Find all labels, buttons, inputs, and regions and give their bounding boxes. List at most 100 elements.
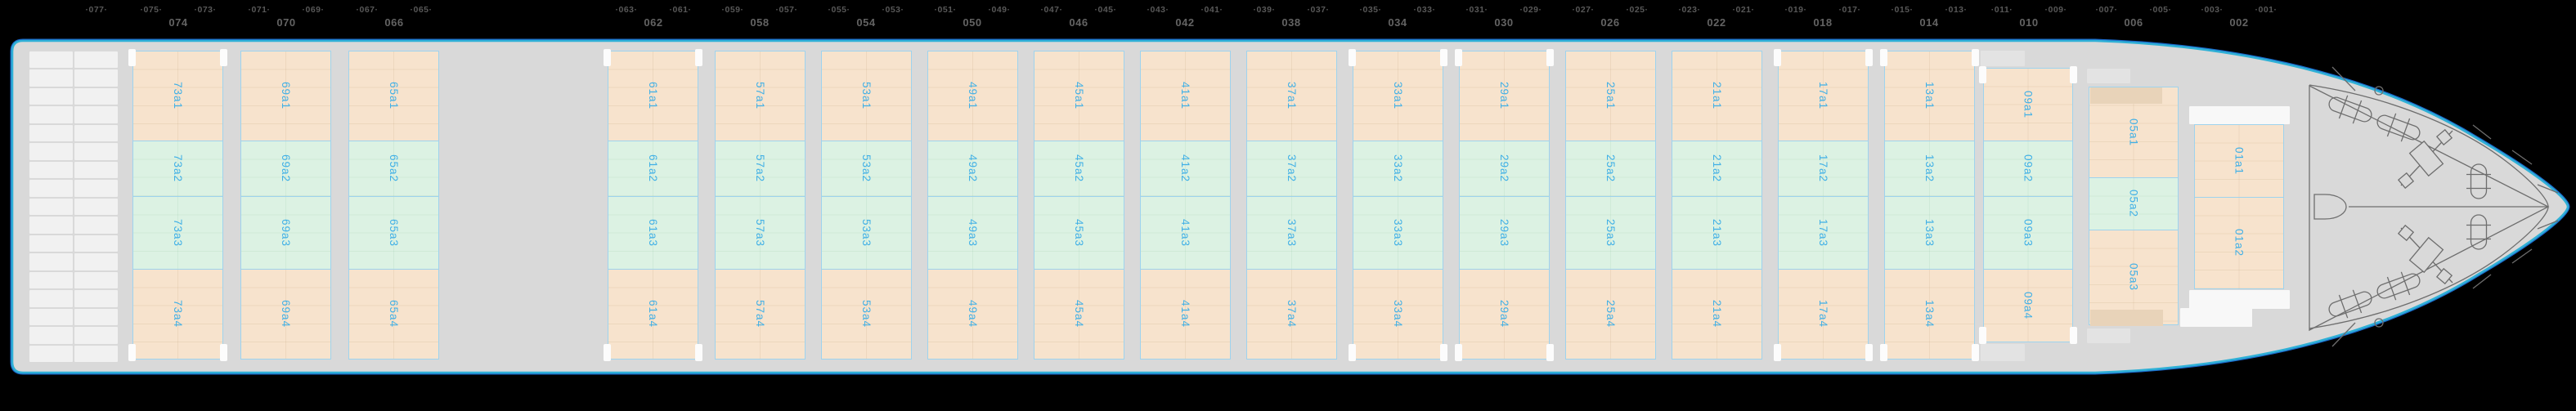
slot-37a1[interactable]: 37a1 <box>1246 51 1337 141</box>
stern-slot[interactable] <box>29 124 73 142</box>
slot-37a2[interactable]: 37a2 <box>1246 141 1337 197</box>
stern-slot[interactable] <box>29 253 73 270</box>
slot-73a2[interactable]: 73a2 <box>132 141 223 197</box>
slot-57a4[interactable]: 57a4 <box>715 269 806 360</box>
slot-45a1[interactable]: 45a1 <box>1034 51 1124 141</box>
stern-slot[interactable] <box>74 124 118 142</box>
slot-05a2[interactable]: 05a2 <box>2089 177 2179 230</box>
slot-29a1[interactable]: 29a1 <box>1459 51 1550 141</box>
stern-slot[interactable] <box>74 143 118 160</box>
slot-53a4[interactable]: 53a4 <box>821 269 912 360</box>
slot-49a4[interactable]: 49a4 <box>927 269 1018 360</box>
stern-slot[interactable] <box>29 180 73 197</box>
slot-37a4[interactable]: 37a4 <box>1246 269 1337 360</box>
stern-slot[interactable] <box>74 271 118 289</box>
slot-33a2[interactable]: 33a2 <box>1353 141 1443 197</box>
slot-21a3[interactable]: 21a3 <box>1672 196 1762 270</box>
stern-slot[interactable] <box>29 308 73 326</box>
stern-slot[interactable] <box>74 51 118 69</box>
slot-01a1[interactable]: 01a1 <box>2194 124 2284 198</box>
slot-33a3[interactable]: 33a3 <box>1353 196 1443 270</box>
stern-slot[interactable] <box>29 69 73 87</box>
slot-37a3[interactable]: 37a3 <box>1246 196 1337 270</box>
slot-17a1[interactable]: 17a1 <box>1778 51 1869 141</box>
slot-61a1[interactable]: 61a1 <box>608 51 698 141</box>
stern-slot[interactable] <box>74 198 118 216</box>
stern-slot[interactable] <box>29 271 73 289</box>
slot-41a1[interactable]: 41a1 <box>1140 51 1231 141</box>
slot-65a2[interactable]: 65a2 <box>348 141 439 197</box>
slot-57a1[interactable]: 57a1 <box>715 51 806 141</box>
slot-29a2[interactable]: 29a2 <box>1459 141 1550 197</box>
slot-33a1[interactable]: 33a1 <box>1353 51 1443 141</box>
slot-61a3[interactable]: 61a3 <box>608 196 698 270</box>
slot-53a3[interactable]: 53a3 <box>821 196 912 270</box>
slot-21a4[interactable]: 21a4 <box>1672 269 1762 360</box>
slot-61a4[interactable]: 61a4 <box>608 269 698 360</box>
stern-slot[interactable] <box>74 180 118 197</box>
stern-slot[interactable] <box>29 217 73 234</box>
stern-slot[interactable] <box>74 87 118 105</box>
stern-slot[interactable] <box>29 161 73 179</box>
slot-33a4[interactable]: 33a4 <box>1353 269 1443 360</box>
slot-09a4[interactable]: 09a4 <box>1983 269 2073 342</box>
slot-41a3[interactable]: 41a3 <box>1140 196 1231 270</box>
stern-slot[interactable] <box>29 51 73 69</box>
stern-slot[interactable] <box>74 345 118 362</box>
slot-09a2[interactable]: 09a2 <box>1983 141 2073 197</box>
slot-17a2[interactable]: 17a2 <box>1778 141 1869 197</box>
slot-13a1[interactable]: 13a1 <box>1884 51 1975 141</box>
slot-65a3[interactable]: 65a3 <box>348 196 439 270</box>
slot-53a1[interactable]: 53a1 <box>821 51 912 141</box>
slot-49a3[interactable]: 49a3 <box>927 196 1018 270</box>
slot-61a2[interactable]: 61a2 <box>608 141 698 197</box>
slot-21a1[interactable]: 21a1 <box>1672 51 1762 141</box>
stern-slot[interactable] <box>74 69 118 87</box>
stern-slot[interactable] <box>29 327 73 344</box>
stern-slot[interactable] <box>29 143 73 160</box>
stern-slot[interactable] <box>74 253 118 270</box>
slot-29a4[interactable]: 29a4 <box>1459 269 1550 360</box>
slot-13a4[interactable]: 13a4 <box>1884 269 1975 360</box>
stern-slot[interactable] <box>29 345 73 362</box>
slot-73a1[interactable]: 73a1 <box>132 51 223 141</box>
slot-69a3[interactable]: 69a3 <box>240 196 331 270</box>
slot-41a2[interactable]: 41a2 <box>1140 141 1231 197</box>
slot-01a2[interactable]: 01a2 <box>2194 197 2284 289</box>
slot-69a1[interactable]: 69a1 <box>240 51 331 141</box>
slot-45a4[interactable]: 45a4 <box>1034 269 1124 360</box>
stern-slot[interactable] <box>29 87 73 105</box>
stern-slot[interactable] <box>74 106 118 123</box>
slot-25a1[interactable]: 25a1 <box>1565 51 1656 141</box>
slot-41a4[interactable]: 41a4 <box>1140 269 1231 360</box>
stern-slot[interactable] <box>74 217 118 234</box>
slot-53a2[interactable]: 53a2 <box>821 141 912 197</box>
slot-45a2[interactable]: 45a2 <box>1034 141 1124 197</box>
stern-slot[interactable] <box>74 161 118 179</box>
slot-49a1[interactable]: 49a1 <box>927 51 1018 141</box>
slot-45a3[interactable]: 45a3 <box>1034 196 1124 270</box>
slot-25a3[interactable]: 25a3 <box>1565 196 1656 270</box>
slot-25a2[interactable]: 25a2 <box>1565 141 1656 197</box>
slot-09a1[interactable]: 09a1 <box>1983 68 2073 141</box>
slot-29a3[interactable]: 29a3 <box>1459 196 1550 270</box>
slot-73a3[interactable]: 73a3 <box>132 196 223 270</box>
slot-09a3[interactable]: 09a3 <box>1983 196 2073 270</box>
slot-69a4[interactable]: 69a4 <box>240 269 331 360</box>
slot-13a2[interactable]: 13a2 <box>1884 141 1975 197</box>
slot-65a1[interactable]: 65a1 <box>348 51 439 141</box>
slot-17a3[interactable]: 17a3 <box>1778 196 1869 270</box>
slot-25a4[interactable]: 25a4 <box>1565 269 1656 360</box>
stern-slot[interactable] <box>74 308 118 326</box>
stern-slot[interactable] <box>29 106 73 123</box>
slot-69a2[interactable]: 69a2 <box>240 141 331 197</box>
slot-13a3[interactable]: 13a3 <box>1884 196 1975 270</box>
slot-65a4[interactable]: 65a4 <box>348 269 439 360</box>
stern-slot[interactable] <box>29 290 73 307</box>
slot-57a3[interactable]: 57a3 <box>715 196 806 270</box>
stern-slot[interactable] <box>29 198 73 216</box>
slot-17a4[interactable]: 17a4 <box>1778 269 1869 360</box>
slot-57a2[interactable]: 57a2 <box>715 141 806 197</box>
slot-49a2[interactable]: 49a2 <box>927 141 1018 197</box>
stern-slot[interactable] <box>74 290 118 307</box>
